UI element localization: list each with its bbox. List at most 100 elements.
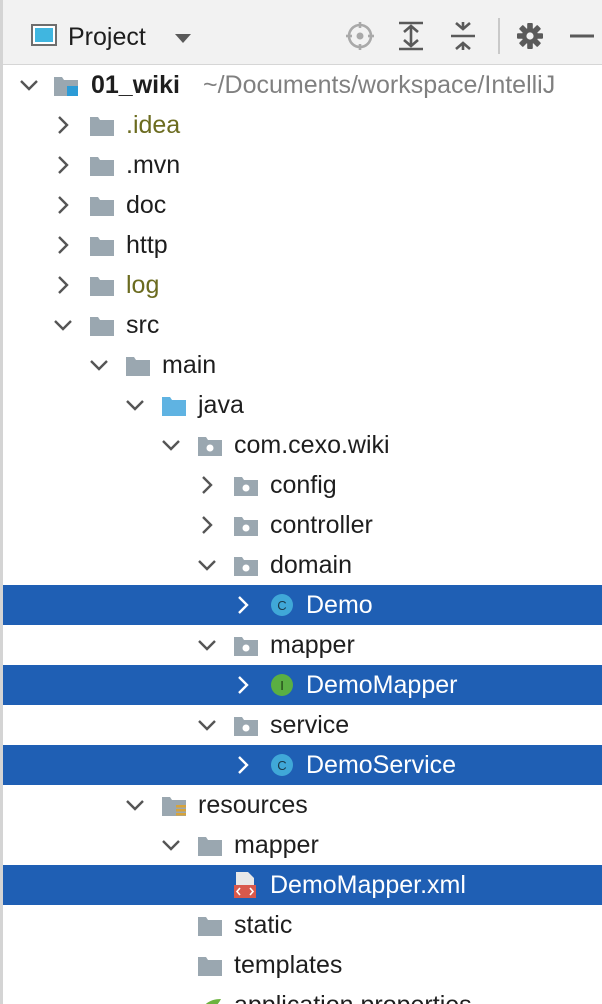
chevron-right-icon[interactable] (233, 675, 253, 695)
tree-item-doc[interactable]: doc (3, 185, 602, 225)
tree-item-label: domain (270, 551, 352, 579)
chevron-right-icon[interactable] (53, 155, 73, 175)
tree-item-log[interactable]: log (3, 265, 602, 305)
chevron-down-icon[interactable] (125, 795, 145, 815)
tree-item-label: resources (198, 791, 308, 819)
chevron-down-icon[interactable] (161, 435, 181, 455)
project-toolbar: Project (3, 0, 602, 65)
package-icon (234, 477, 258, 496)
tree-item-idea[interactable]: .idea (3, 105, 602, 145)
chevron-right-icon[interactable] (197, 515, 217, 535)
tree-item-demomapper-xml[interactable]: DemoMapper.xml (3, 865, 602, 905)
class-icon: C (271, 754, 293, 776)
svg-text:I: I (280, 678, 284, 693)
chevron-down-icon[interactable] (53, 315, 73, 335)
chevron-right-icon[interactable] (53, 195, 73, 215)
tree-item-label: log (126, 271, 160, 299)
locate-icon[interactable] (343, 18, 377, 54)
chevron-down-icon[interactable] (197, 555, 217, 575)
tree-item-label: .mvn (126, 151, 181, 179)
chevron-right-icon[interactable] (233, 595, 253, 615)
tree-item-label: service (270, 711, 350, 739)
tree-item-label: http (126, 231, 168, 259)
tree-item-http[interactable]: http (3, 225, 602, 265)
tree-item-label: DemoMapper.xml (270, 871, 466, 899)
tree-item-label: mapper (234, 831, 319, 859)
chevron-down-icon[interactable] (161, 835, 181, 855)
svg-text:C: C (277, 598, 286, 613)
tree-item-application-properties[interactable]: application.properties (3, 985, 602, 1004)
chevron-right-icon[interactable] (53, 275, 73, 295)
folder-icon (90, 117, 114, 136)
package-icon (234, 557, 258, 576)
tree-item-java[interactable]: java (3, 385, 602, 425)
tree-item-label: config (270, 471, 337, 499)
tree-item-label: DemoService (306, 751, 457, 779)
tree-item-resources[interactable]: resources (3, 785, 602, 825)
tree-item-label: java (198, 391, 244, 419)
chevron-right-icon[interactable] (197, 475, 217, 495)
source-folder-icon (162, 397, 186, 416)
package-icon (234, 717, 258, 736)
xml-file-icon (234, 872, 256, 898)
folder-icon (90, 237, 114, 256)
tree-item-demoservice[interactable]: C DemoService (3, 745, 602, 785)
chevron-down-icon[interactable] (89, 355, 109, 375)
gear-icon[interactable] (513, 18, 547, 54)
tree-item-label: mapper (270, 631, 355, 659)
package-icon (198, 437, 222, 456)
folder-icon (198, 917, 222, 936)
root-module-path: ~/Documents/workspace/IntelliJ (203, 71, 556, 99)
tree-item-label: main (162, 351, 217, 379)
tree-item-label: .idea (126, 111, 181, 139)
chevron-right-icon[interactable] (233, 755, 253, 775)
svg-text:C: C (277, 758, 286, 773)
folder-icon (198, 837, 222, 856)
tree-item-main[interactable]: main (3, 345, 602, 385)
package-icon (234, 517, 258, 536)
resources-folder-icon (162, 797, 186, 816)
chevron-right-icon[interactable] (53, 115, 73, 135)
tree-item-label: static (234, 911, 293, 939)
tree-item-static[interactable]: static (3, 905, 602, 945)
tree-item-label: controller (270, 511, 373, 539)
package-icon (234, 637, 258, 656)
tree-item-demomapper[interactable]: I DemoMapper (3, 665, 602, 705)
chevron-right-icon[interactable] (53, 235, 73, 255)
tree-item-mvn[interactable]: .mvn (3, 145, 602, 185)
tree-item-mapper-package[interactable]: mapper (3, 625, 602, 665)
expand-all-icon[interactable] (394, 18, 428, 54)
view-title[interactable]: Project (68, 23, 146, 51)
module-folder-icon (54, 77, 78, 96)
folder-icon (126, 357, 150, 376)
tree-item-controller[interactable]: controller (3, 505, 602, 545)
tree-item-src[interactable]: src (3, 305, 602, 345)
folder-icon (90, 277, 114, 296)
tree-item-service[interactable]: service (3, 705, 602, 745)
tree-item-templates[interactable]: templates (3, 945, 602, 985)
window-edge (0, 0, 3, 1004)
folder-icon (90, 197, 114, 216)
root-module-name: 01_wiki (91, 71, 180, 99)
chevron-down-icon[interactable] (197, 635, 217, 655)
folder-icon (198, 957, 222, 976)
properties-file-icon (205, 999, 221, 1004)
tree-item-label: com.cexo.wiki (234, 431, 390, 459)
folder-icon (90, 157, 114, 176)
minimize-icon[interactable] (565, 18, 599, 54)
tree-root[interactable]: 01_wiki ~/Documents/workspace/IntelliJ (3, 65, 602, 105)
chevron-down-icon[interactable] (197, 715, 217, 735)
tree-item-label: Demo (306, 591, 373, 619)
tree-item-domain[interactable]: domain (3, 545, 602, 585)
chevron-down-icon[interactable] (169, 24, 197, 52)
tree-item-config[interactable]: config (3, 465, 602, 505)
tree-item-demo[interactable]: C Demo (3, 585, 602, 625)
tree-item-mapper-folder[interactable]: mapper (3, 825, 602, 865)
tree-item-com-cexo-wiki[interactable]: com.cexo.wiki (3, 425, 602, 465)
interface-icon: I (271, 674, 293, 696)
chevron-down-icon[interactable] (19, 75, 39, 95)
collapse-all-icon[interactable] (446, 18, 480, 54)
chevron-down-icon[interactable] (125, 395, 145, 415)
tree-item-label: templates (234, 951, 343, 979)
